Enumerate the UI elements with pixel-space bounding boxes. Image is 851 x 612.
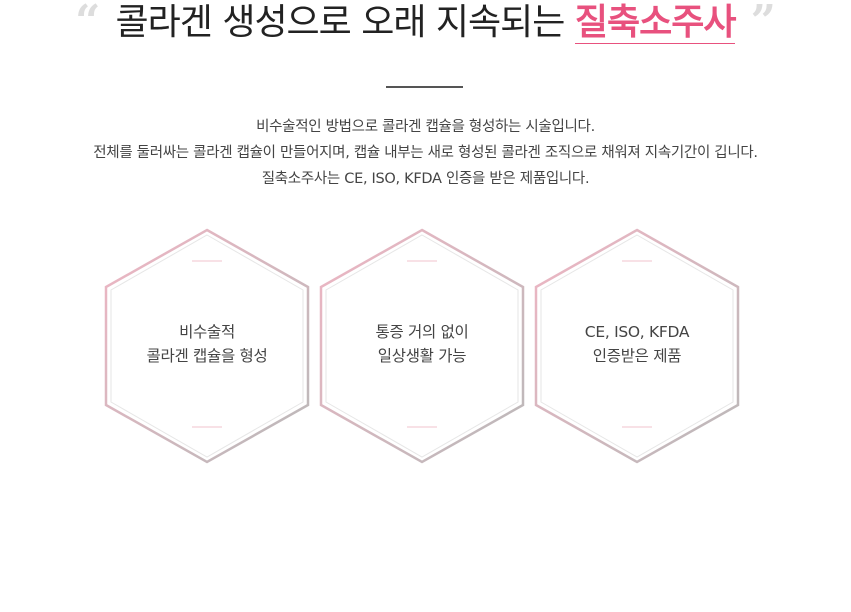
title-text: 콜라겐 생성으로 오래 지속되는 xyxy=(115,2,566,43)
hexagon-frame-icon xyxy=(319,228,525,464)
feature-label-line2: 일상생활 가능 xyxy=(377,347,467,365)
headline: “ 콜라겐 생성으로 오래 지속되는 질축소주사 ” xyxy=(0,0,851,56)
feature-label-line1: 통증 거의 없이 xyxy=(375,323,469,341)
feature-label-line1: 비수술적 xyxy=(179,323,235,341)
description-line: 전체를 둘러싸는 콜라겐 캡슐이 만들어지며, 캡슐 내부는 새로 형성된 콜라… xyxy=(93,145,758,161)
title-highlight: 질축소주사 xyxy=(574,2,736,44)
close-quote-icon: ” xyxy=(750,0,776,47)
hexagon-frame-icon xyxy=(534,228,740,464)
feature-hexagon-certified: CE, ISO, KFDA 인증받은 제품 xyxy=(534,228,740,464)
feature-hexagon-non-surgical: 비수술적 콜라겐 캡슐을 형성 xyxy=(104,228,310,464)
feature-label-line2: 인증받은 제품 xyxy=(592,347,682,365)
feature-label: 통증 거의 없이 일상생활 가능 xyxy=(319,320,525,368)
feature-label: 비수술적 콜라겐 캡슐을 형성 xyxy=(104,320,310,368)
open-quote-icon: “ xyxy=(75,0,101,47)
page-title: 콜라겐 생성으로 오래 지속되는 질축소주사 xyxy=(116,0,736,46)
feature-hexagon-painless: 통증 거의 없이 일상생활 가능 xyxy=(319,228,525,464)
feature-label-line1: CE, ISO, KFDA xyxy=(584,323,690,341)
feature-label-line2: 콜라겐 캡슐을 형성 xyxy=(146,347,268,365)
description-line: 비수술적인 방법으로 콜라겐 캡슐을 형성하는 시술입니다. xyxy=(256,119,595,135)
title-divider xyxy=(386,86,463,88)
feature-label: CE, ISO, KFDA 인증받은 제품 xyxy=(534,320,740,368)
description-line: 질축소주사는 CE, ISO, KFDA 인증을 받은 제품입니다. xyxy=(261,171,590,187)
description: 비수술적인 방법으로 콜라겐 캡슐을 형성하는 시술입니다. 전체를 둘러싸는 … xyxy=(0,114,851,192)
hexagon-frame-icon xyxy=(104,228,310,464)
